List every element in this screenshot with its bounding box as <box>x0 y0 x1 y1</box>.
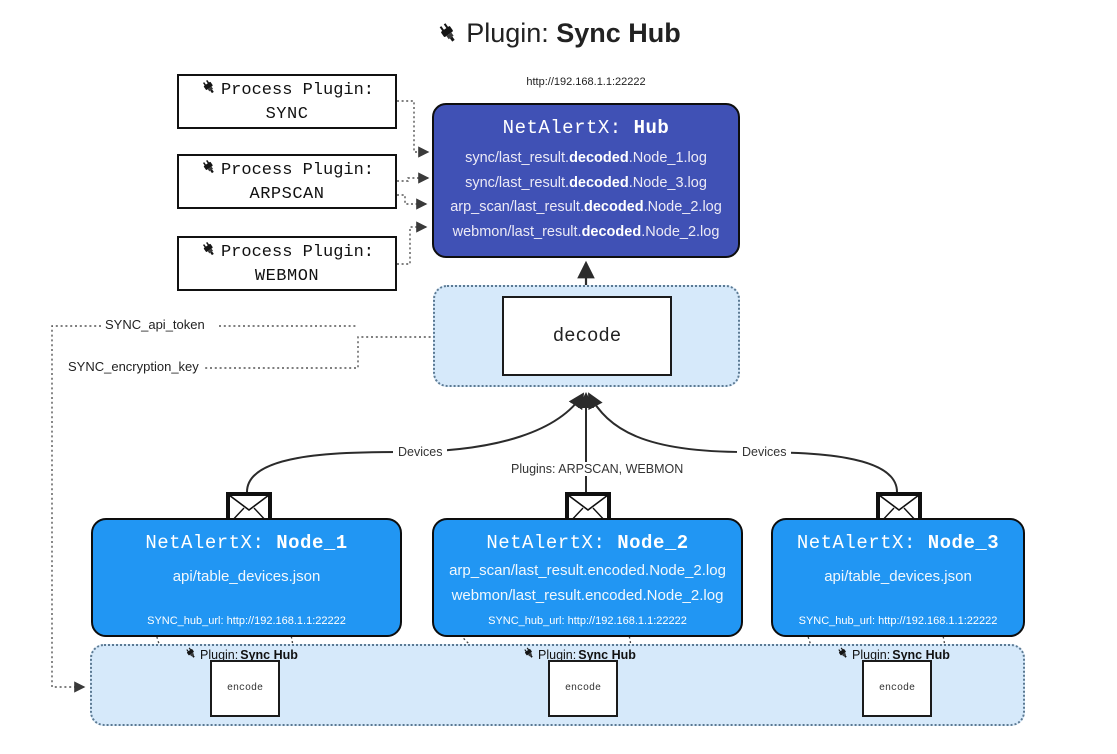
encoder-plugin-label: Plugin: Sync Hub <box>836 646 950 663</box>
process-plugin-name: ARPSCAN <box>249 184 325 204</box>
node-footer: SYNC_hub_url: http://192.168.1.1:22222 <box>488 615 687 627</box>
process-plugin-box-arpscan[interactable]: Process Plugin: ARPSCAN <box>177 154 397 209</box>
hub-log-line: sync/last_result.decoded.Node_3.log <box>465 174 707 191</box>
process-plugin-name: SYNC <box>265 104 309 124</box>
sync-api-token-label: SYNC_api_token <box>101 317 209 332</box>
node-line-list: api/table_devices.json <box>773 564 1023 589</box>
node-line-list: arp_scan/last_result.encoded.Node_2.log … <box>434 558 741 608</box>
node-box-node-1[interactable]: NetAlertX: Node_1 api/table_devices.json… <box>91 518 402 637</box>
title-prefix: Plugin: <box>466 18 557 48</box>
edge-label-devices-left: Devices <box>393 445 448 459</box>
node-footer: SYNC_hub_url: http://192.168.1.1:22222 <box>147 615 346 627</box>
encode-box[interactable]: encode <box>548 660 618 717</box>
encoder-plugin-label: Plugin: Sync Hub <box>184 646 298 663</box>
page-title: Plugin: Sync Hub <box>0 18 1117 52</box>
process-plugin-name: WEBMON <box>254 266 320 286</box>
hub-log-line: sync/last_result.decoded.Node_1.log <box>465 150 707 166</box>
plug-icon <box>200 158 218 184</box>
node-title: NetAlertX: Node_2 <box>486 532 689 554</box>
plug-icon <box>184 646 198 663</box>
encode-box[interactable]: encode <box>862 660 932 717</box>
plug-icon <box>836 646 850 663</box>
hub-log-line: arp_scan/last_result.decoded.Node_2.log <box>450 199 722 215</box>
plug-icon <box>522 646 536 663</box>
plug-icon <box>200 78 218 104</box>
process-plugin-box-webmon[interactable]: Process Plugin: WEBMON <box>177 236 397 291</box>
node-title: NetAlertX: Node_1 <box>145 532 348 554</box>
hub-url: http://192.168.1.1:22222 <box>526 76 646 88</box>
node-line: api/table_devices.json <box>824 568 972 585</box>
node-line: webmon/last_result.encoded.Node_2.log <box>451 587 724 604</box>
node-line: arp_scan/last_result.encoded.Node_2.log <box>449 562 726 579</box>
encode-box[interactable]: encode <box>210 660 280 717</box>
decode-box[interactable]: decode <box>502 296 672 376</box>
hub-box[interactable]: NetAlertX: Hub sync/last_result.decoded.… <box>432 103 740 258</box>
node-footer: SYNC_hub_url: http://192.168.1.1:22222 <box>798 615 998 627</box>
node-line: api/table_devices.json <box>172 568 321 585</box>
edge-label-devices-right: Devices <box>737 445 792 459</box>
process-plugin-label: Process Plugin: <box>220 80 375 100</box>
node-line-list: api/table_devices.json <box>93 564 400 589</box>
hub-log-line: webmon/last_result.decoded.Node_2.log <box>452 223 720 240</box>
node-box-node-3[interactable]: NetAlertX: Node_3 api/table_devices.json… <box>771 518 1025 637</box>
process-plugin-label: Process Plugin: <box>220 242 375 262</box>
node-box-node-2[interactable]: NetAlertX: Node_2 arp_scan/last_result.e… <box>432 518 743 637</box>
plug-icon <box>200 240 218 266</box>
hub-log-list: sync/last_result.decoded.Node_1.log sync… <box>434 146 738 244</box>
title-name: Sync Hub <box>556 18 681 48</box>
hub-title: NetAlertX: Hub <box>502 117 670 139</box>
plug-icon <box>436 21 460 52</box>
process-plugin-label: Process Plugin: <box>220 160 375 180</box>
sync-encryption-key-label: SYNC_encryption_key <box>64 359 203 374</box>
encoder-plugin-label: Plugin: Sync Hub <box>522 646 636 663</box>
process-plugin-box-sync[interactable]: Process Plugin: SYNC <box>177 74 397 129</box>
node-title: NetAlertX: Node_3 <box>796 532 1000 554</box>
edge-label-plugins-center: Plugins: ARPSCAN, WEBMON <box>506 462 689 476</box>
